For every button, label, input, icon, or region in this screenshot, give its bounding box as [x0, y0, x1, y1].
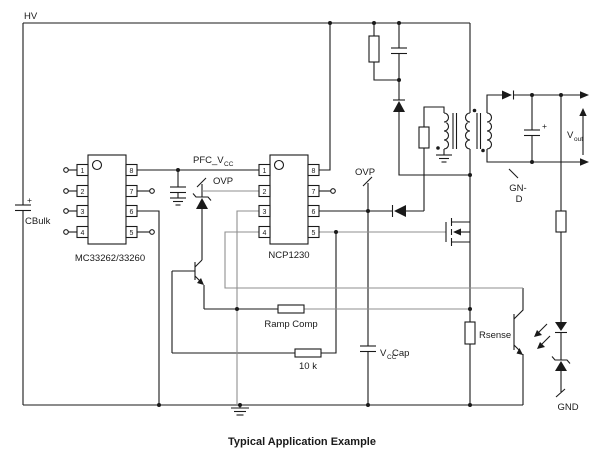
gnd-secondary-label-line1: GN-	[509, 183, 526, 194]
cbulk-label: CBulk	[25, 216, 51, 227]
pin-number: 7	[312, 189, 316, 196]
polarity-dot	[481, 148, 485, 153]
pin-number: 2	[81, 189, 85, 196]
junction-dots	[157, 21, 563, 407]
vout-subscript: out	[574, 136, 583, 143]
aux-winding	[443, 112, 450, 150]
mosfet	[445, 218, 461, 246]
gray-wires	[202, 190, 523, 405]
vcc-capacitor	[360, 345, 376, 353]
pfc-vcc-subscript: CC	[224, 161, 234, 168]
pin-number: 1	[81, 168, 85, 175]
polarity-dot	[436, 146, 440, 150]
bulk-capacitor	[15, 204, 31, 212]
pin-number: 8	[130, 168, 134, 175]
output-arrows	[579, 91, 589, 166]
ramp-comp-label: Ramp Comp	[264, 319, 317, 330]
clamp-network	[368, 35, 407, 112]
secondary-winding	[486, 112, 493, 150]
pin-number: 6	[312, 209, 316, 216]
pin-number: 1	[263, 168, 267, 175]
pin-number: 5	[312, 230, 316, 237]
ovp-zener-diode	[192, 193, 212, 209]
smps-controller-ic: 1 2 3 4 8 7 6 5 NCP1230	[258, 154, 320, 261]
aux-resistor	[418, 126, 430, 149]
vcc-cap-subscript: CC	[387, 354, 397, 361]
pin-number: 3	[81, 209, 85, 216]
terminal-circles	[63, 167, 336, 235]
hv-label: HV	[24, 11, 38, 22]
figure-title: Typical Application Example	[228, 436, 376, 448]
resistor-10k	[294, 348, 322, 358]
pfc-vcc-capacitor	[170, 186, 186, 206]
output-cap-plus-sign: +	[542, 121, 547, 131]
pin-number: 4	[263, 230, 267, 237]
polarity-dot	[472, 108, 477, 113]
gnd-secondary-label-line2: D	[516, 194, 523, 205]
rsense-resistor	[464, 321, 476, 345]
pin-number: 5	[130, 230, 134, 237]
transformer	[436, 108, 493, 163]
vcc-cap-label-rest: Cap	[392, 348, 409, 359]
bjt-transistor	[194, 262, 204, 285]
pin-number: 2	[263, 189, 267, 196]
cbulk-plus-sign: +	[27, 195, 32, 205]
pfc-controller-ic: 1 2 3 4 8 7 6 5 MC33262/33260	[75, 154, 145, 264]
output-capacitor	[524, 129, 540, 137]
ic-left-name: MC33262/33260	[75, 253, 145, 264]
rsense-label: Rsense	[479, 330, 511, 341]
aux-diode	[391, 205, 406, 217]
wires	[22, 22, 584, 406]
optocoupler-light-arrows	[516, 323, 551, 355]
ramp-comp-resistor	[277, 304, 305, 314]
ic-right-name: NCP1230	[268, 250, 309, 261]
pin-number: 6	[130, 209, 134, 216]
primary-winding	[464, 112, 471, 150]
resistor-10k-label: 10 k	[299, 361, 317, 372]
ovp-right-label: OVP	[355, 167, 375, 178]
pin-number: 4	[81, 230, 85, 237]
vout-label: V	[567, 130, 574, 141]
ground-symbol	[231, 405, 249, 416]
pin-number: 3	[263, 209, 267, 216]
gnd-label: GND	[557, 402, 578, 413]
pfc-vcc-label: PFC_V	[193, 155, 224, 166]
pin-number: 7	[130, 189, 134, 196]
vcc-cap-label: V	[380, 348, 387, 359]
feedback-chain	[551, 210, 571, 371]
pin-number: 8	[312, 168, 316, 175]
output-diode	[502, 90, 515, 100]
ovp-left-label: OVP	[213, 176, 233, 187]
